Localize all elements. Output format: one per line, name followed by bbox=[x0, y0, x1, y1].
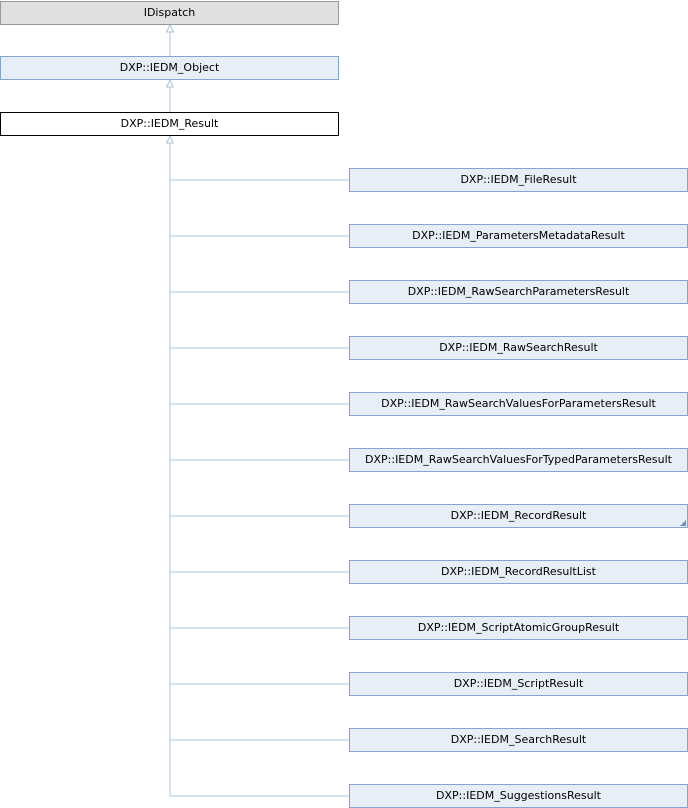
class-node-label: DXP::IEDM_Object bbox=[119, 61, 220, 74]
class-node-label: DXP::IEDM_Result bbox=[120, 117, 219, 130]
class-node-iedm-object[interactable]: DXP::IEDM_Object bbox=[0, 56, 339, 80]
class-node-label: DXP::IEDM_RawSearchValuesForParametersRe… bbox=[381, 397, 656, 410]
class-node-file-result[interactable]: DXP::IEDM_FileResult bbox=[349, 168, 688, 192]
inheritance-arrow-icon bbox=[165, 23, 175, 33]
class-node-raw-search-values-for-parameters-result[interactable]: DXP::IEDM_RawSearchValuesForParametersRe… bbox=[349, 392, 688, 416]
class-node-script-atomic-group-result[interactable]: DXP::IEDM_ScriptAtomicGroupResult bbox=[349, 616, 688, 640]
inheritance-arrow-icon bbox=[165, 134, 175, 144]
class-node-record-result[interactable]: DXP::IEDM_RecordResult bbox=[349, 504, 688, 528]
class-node-record-result-list[interactable]: DXP::IEDM_RecordResultList bbox=[349, 560, 688, 584]
class-node-raw-search-parameters-result[interactable]: DXP::IEDM_RawSearchParametersResult bbox=[349, 280, 688, 304]
class-node-label: DXP::IEDM_RawSearchResult bbox=[439, 341, 598, 354]
inheritance-arrow-icon bbox=[165, 78, 175, 88]
class-node-suggestions-result[interactable]: DXP::IEDM_SuggestionsResult bbox=[349, 784, 688, 808]
class-node-label: DXP::IEDM_RawSearchValuesForTypedParamet… bbox=[365, 453, 672, 466]
class-node-label: DXP::IEDM_RecordResult bbox=[450, 509, 587, 522]
class-node-label: DXP::IEDM_RawSearchParametersResult bbox=[407, 285, 630, 298]
class-node-label: DXP::IEDM_FileResult bbox=[460, 173, 577, 186]
class-node-label: DXP::IEDM_RecordResultList bbox=[441, 565, 596, 578]
class-node-parameters-metadata-result[interactable]: DXP::IEDM_ParametersMetadataResult bbox=[349, 224, 688, 248]
class-node-iedm-result[interactable]: DXP::IEDM_Result bbox=[0, 112, 339, 136]
class-node-search-result[interactable]: DXP::IEDM_SearchResult bbox=[349, 728, 688, 752]
class-node-label: DXP::IEDM_SuggestionsResult bbox=[436, 789, 601, 802]
class-node-label: DXP::IEDM_ScriptAtomicGroupResult bbox=[417, 621, 620, 634]
collapsed-subclasses-icon[interactable] bbox=[680, 520, 686, 526]
class-node-idispatch[interactable]: IDispatch bbox=[0, 1, 339, 25]
class-node-label: IDispatch bbox=[143, 6, 196, 19]
class-node-label: DXP::IEDM_SearchResult bbox=[450, 733, 587, 746]
class-node-label: DXP::IEDM_ScriptResult bbox=[453, 677, 584, 690]
class-node-label: DXP::IEDM_ParametersMetadataResult bbox=[412, 229, 625, 242]
class-node-script-result[interactable]: DXP::IEDM_ScriptResult bbox=[349, 672, 688, 696]
class-node-raw-search-result[interactable]: DXP::IEDM_RawSearchResult bbox=[349, 336, 688, 360]
class-node-raw-search-values-for-typed-parameters-result[interactable]: DXP::IEDM_RawSearchValuesForTypedParamet… bbox=[349, 448, 688, 472]
